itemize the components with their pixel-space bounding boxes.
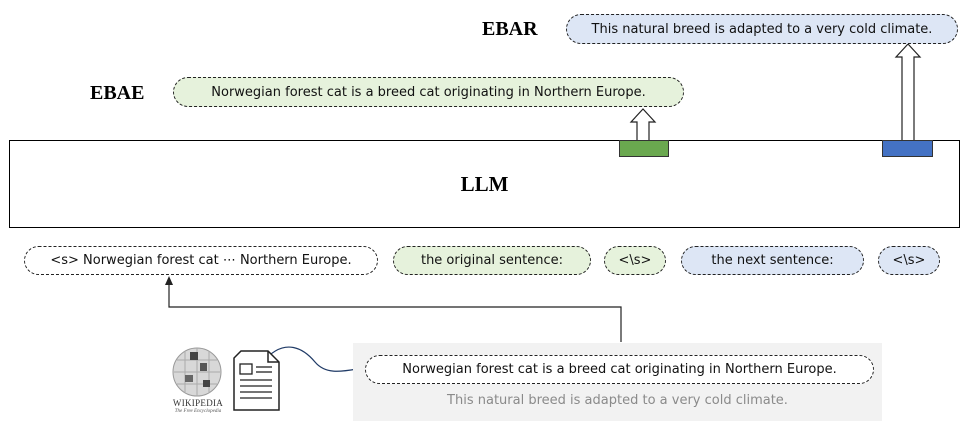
input-arrowhead (165, 276, 173, 285)
wikipedia-globe-icon (172, 347, 222, 397)
blue-output-token (882, 140, 933, 157)
llm-label: LLM (460, 171, 509, 196)
next-sentence-prompt-pill: the next sentence: (681, 246, 864, 275)
wikipedia-caption: WIKIPEDIA (172, 398, 224, 408)
source-next-sentence: This natural breed is adapted to a very … (447, 393, 788, 408)
document-icon (233, 350, 280, 411)
input-sentence-pill: <s> Norwegian forest cat ⋯ Northern Euro… (24, 246, 378, 275)
ebae-output-arrow (629, 108, 657, 142)
blue-eos-token-pill: <\s> (878, 246, 940, 275)
wikipedia-subcaption: The Free Encyclopedia (174, 409, 222, 414)
original-sentence-prompt-pill: the original sentence: (393, 246, 591, 275)
source-to-input-connector (168, 283, 622, 342)
ebar-output-sentence: This natural breed is adapted to a very … (566, 14, 958, 44)
llm-block: LLM (9, 140, 960, 228)
ebar-output-arrow (894, 43, 922, 142)
doc-to-panel-connector (261, 346, 358, 372)
green-output-token (619, 140, 669, 157)
ebae-output-sentence: Norwegian forest cat is a breed cat orig… (173, 77, 684, 107)
green-eos-token-pill: <\s> (604, 246, 666, 275)
ebar-label: EBAR (482, 18, 538, 40)
ebae-label: EBAE (90, 82, 145, 104)
source-sentence-pill: Norwegian forest cat is a breed cat orig… (365, 355, 874, 384)
